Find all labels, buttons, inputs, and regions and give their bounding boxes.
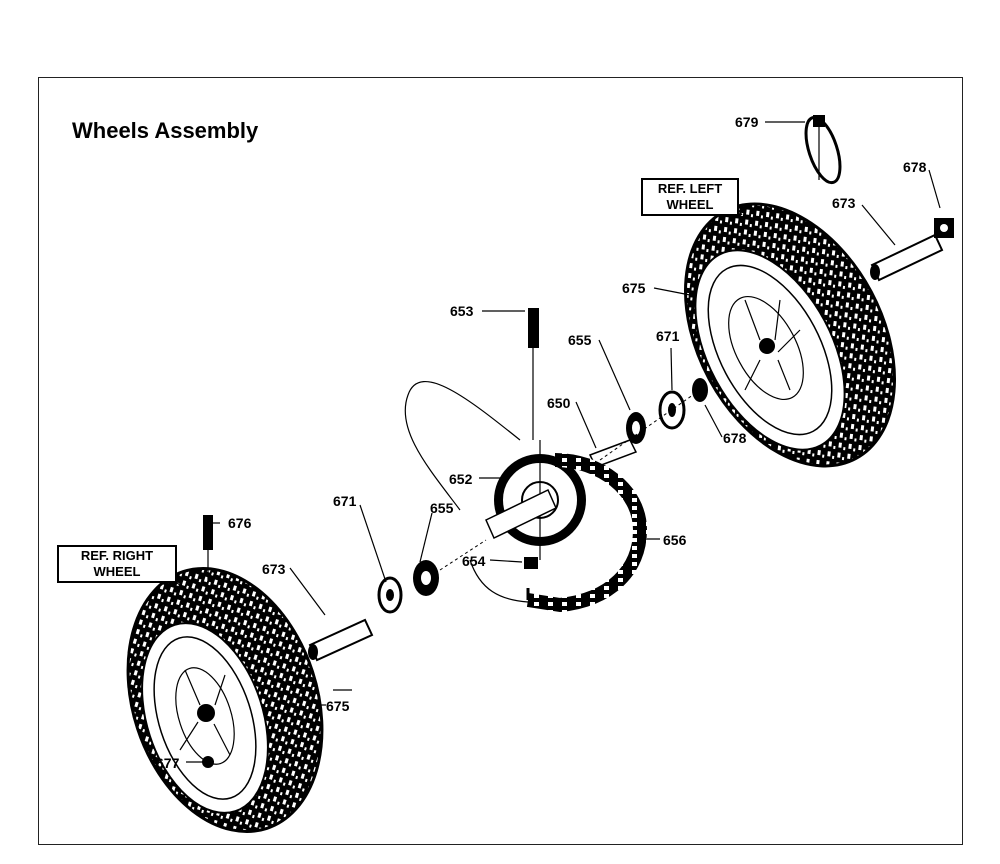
ref-right-line-1: REF. RIGHT: [80, 548, 154, 563]
lower-bearings: [377, 539, 487, 614]
label-678-mid: 678: [723, 430, 747, 446]
spacer-tubes: [308, 233, 944, 662]
ref-right-line-2: WHEEL: [93, 564, 141, 579]
label-653: 653: [450, 303, 474, 319]
label-675-top: 675: [622, 280, 646, 296]
drive-chain: [469, 453, 648, 613]
diagram-frame: [38, 77, 963, 845]
upper-bearings: [599, 378, 708, 461]
label-675-bottom: 675: [326, 698, 350, 714]
label-678-top: 678: [903, 159, 927, 175]
leader-lines: [167, 121, 941, 763]
bolt-653: [524, 308, 539, 569]
label-677: 677: [156, 755, 180, 771]
ref-left-line-2: WHEEL: [666, 197, 714, 212]
label-673-top: 673: [832, 195, 856, 211]
label-656: 656: [663, 532, 687, 548]
left-wheel: [684, 202, 896, 468]
label-679: 679: [735, 114, 759, 130]
part-labels: 679 678 673 675 653 655 671 650 678 652 …: [156, 114, 927, 771]
label-650: 650: [547, 395, 571, 411]
label-671-top: 671: [656, 328, 680, 344]
label-654: 654: [462, 553, 486, 569]
ref-left-line-1: REF. LEFT: [657, 181, 723, 196]
label-655-top: 655: [568, 332, 592, 348]
nut-678: [934, 218, 954, 238]
ref-right-wheel-box: REF. RIGHT WHEEL: [57, 545, 177, 583]
label-676: 676: [228, 515, 252, 531]
valve-679: [804, 115, 842, 185]
label-673-left: 673: [262, 561, 286, 577]
diagram-title: Wheels Assembly: [72, 118, 259, 143]
axle-and-sprocket: [404, 381, 638, 560]
bolt-676: [203, 515, 213, 580]
right-wheel: [126, 566, 324, 834]
label-655-left: 655: [430, 500, 454, 516]
label-671-left: 671: [333, 493, 357, 509]
label-652: 652: [449, 471, 473, 487]
ref-left-wheel-box: REF. LEFT WHEEL: [641, 178, 739, 216]
